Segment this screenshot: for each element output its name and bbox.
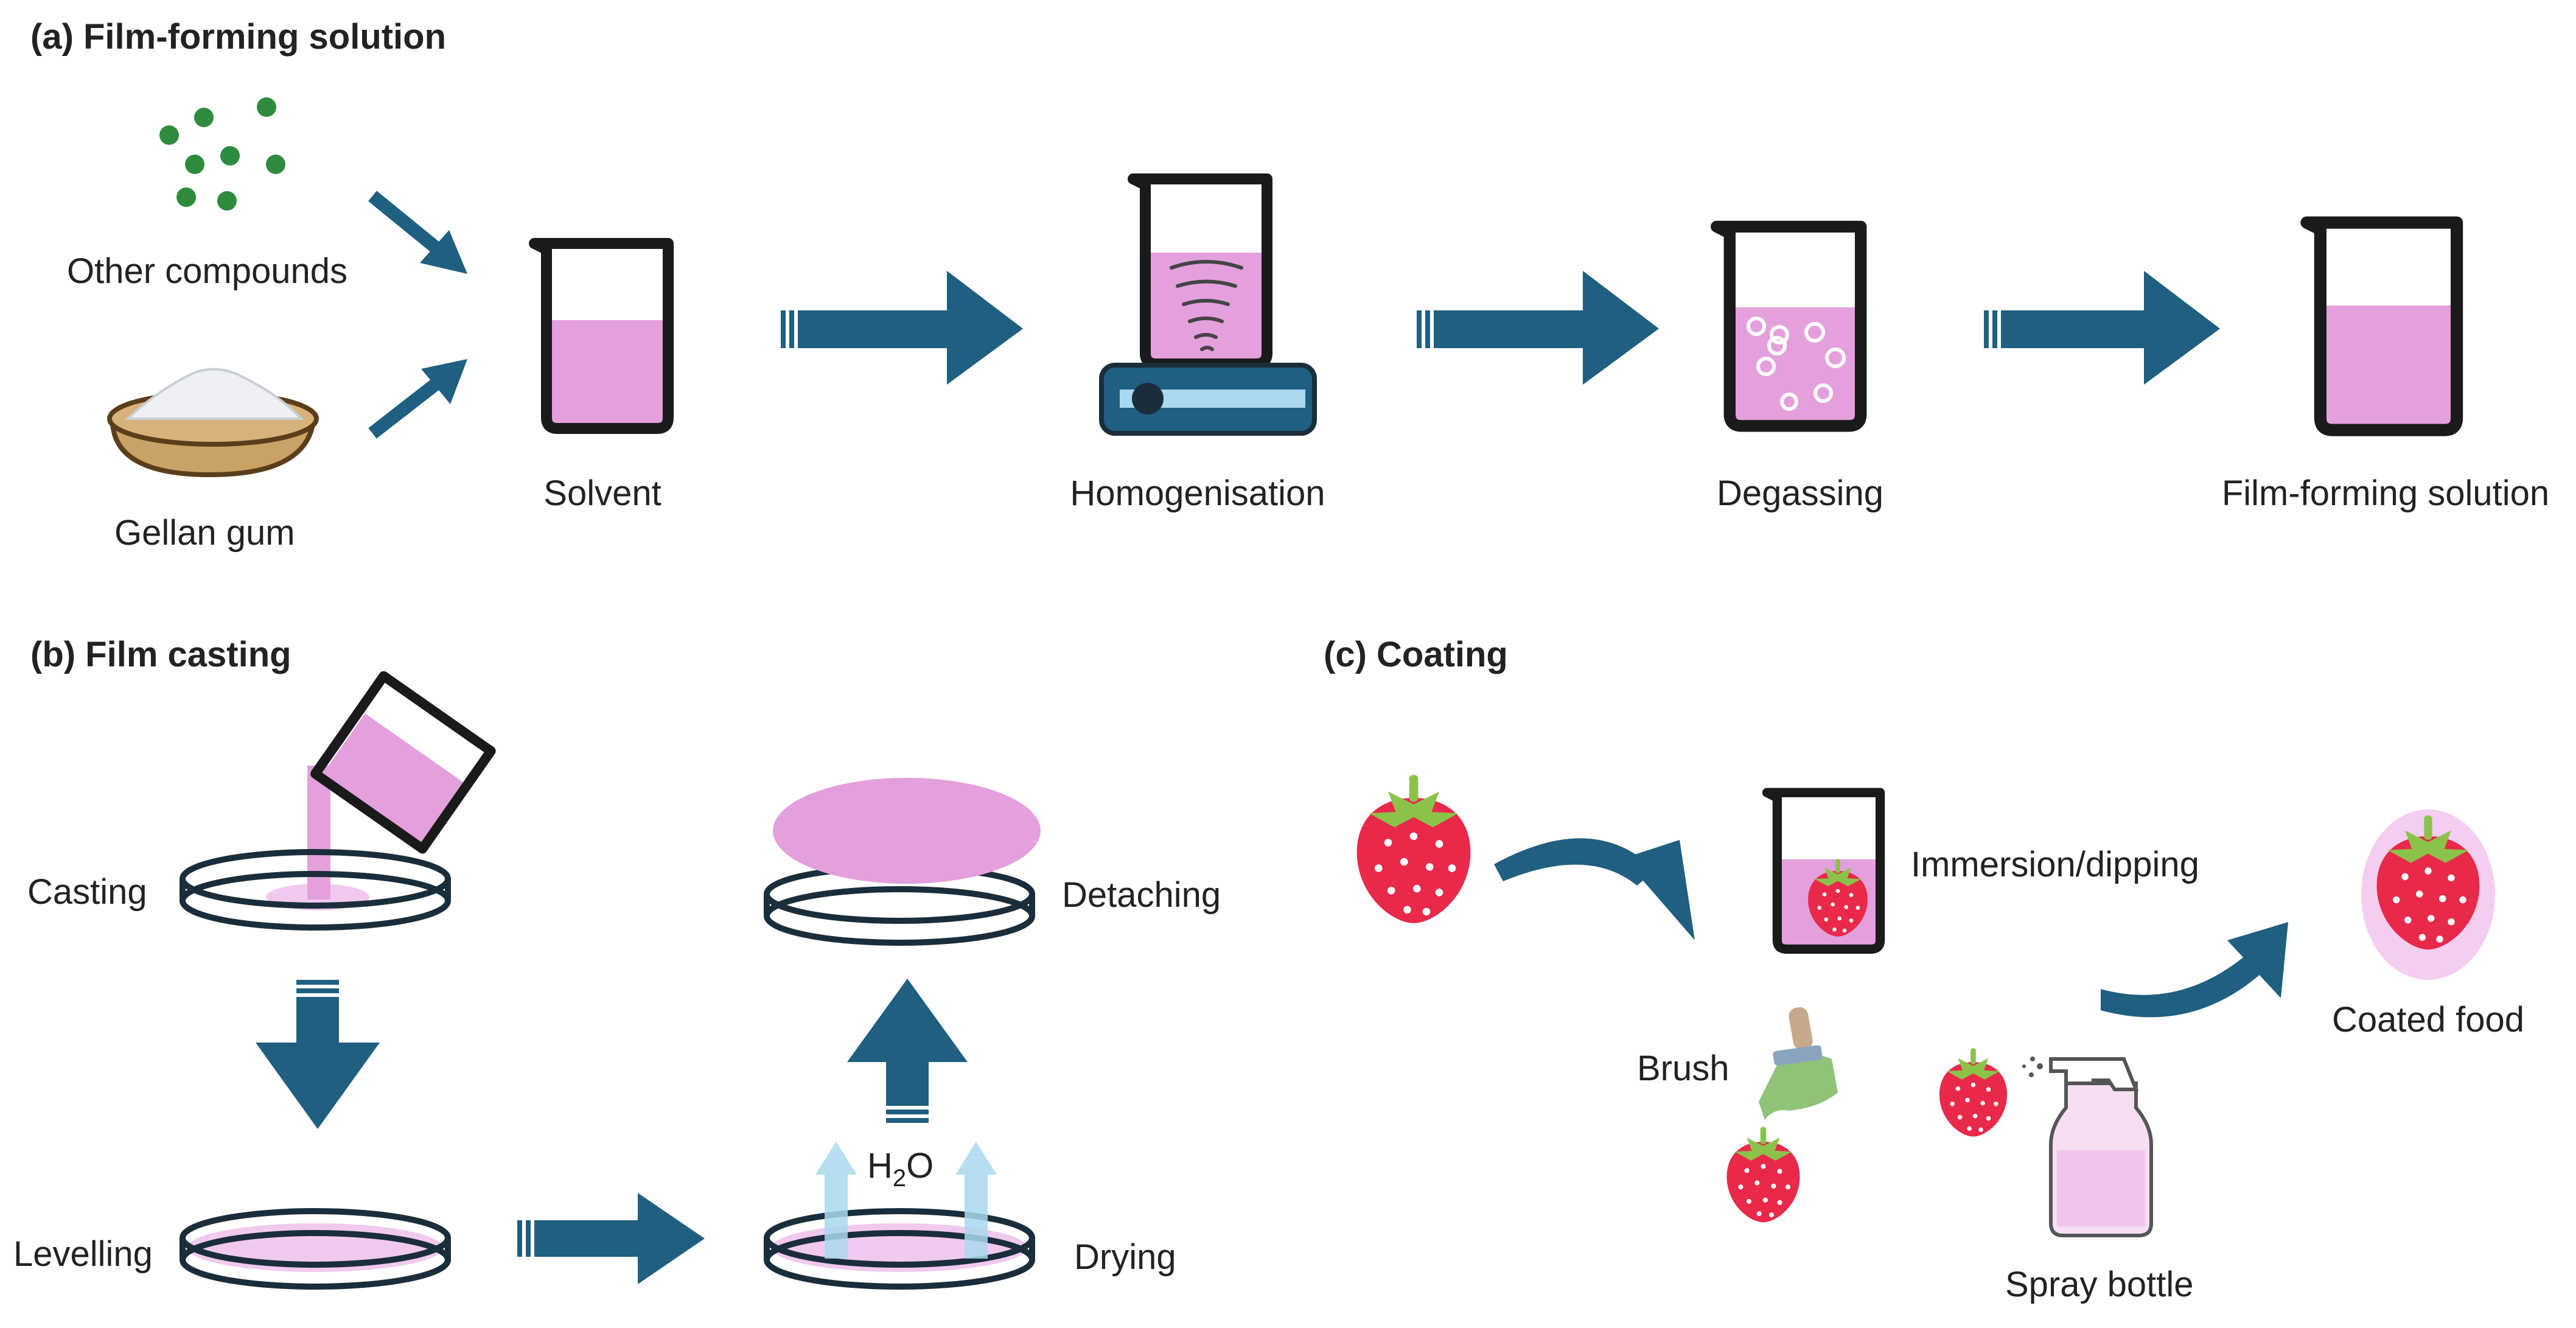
levelling-label: Levelling	[13, 1234, 153, 1274]
arrow-homogenisation-to-degassing	[1417, 271, 1659, 385]
levelling-dish	[183, 1211, 448, 1287]
immersion-beaker	[1767, 792, 1880, 951]
arrow-to-coating-methods	[1494, 838, 1695, 940]
spray-bottle-icon	[2022, 1057, 2153, 1237]
casting-dish	[183, 766, 448, 928]
spray-bottle-label: Spray bottle	[2005, 1265, 2194, 1304]
brushed-strawberry-icon	[1726, 1127, 1800, 1223]
arrow-casting-to-levelling	[256, 980, 380, 1129]
degassing-label: Degassing	[1717, 474, 1883, 513]
brush-label: Brush	[1637, 1049, 1730, 1088]
evaporation-arrows-icon	[815, 1142, 997, 1259]
water-label: H2O	[867, 1146, 934, 1192]
film-forming-solution-beaker	[2306, 223, 2462, 430]
vortex-icon	[1170, 260, 1243, 351]
homogenisation-label: Homogenisation	[1070, 474, 1325, 513]
arrow-levelling-to-drying	[517, 1193, 705, 1284]
other-compounds-icon	[159, 97, 285, 211]
coated-food-label: Coated food	[2332, 1000, 2524, 1040]
solvent-beaker	[534, 243, 672, 428]
bubbles-icon	[1747, 316, 1846, 411]
panel-b-title: (b) Film casting	[30, 635, 291, 674]
other-compounds-label: Other compounds	[67, 251, 347, 291]
panel-a-title: (a) Film-forming solution	[30, 17, 446, 57]
degassing-beaker	[1717, 226, 1862, 425]
uncoated-strawberry-icon	[1356, 775, 1471, 923]
drying-label: Drying	[1074, 1237, 1176, 1277]
detaching-dish	[767, 778, 1041, 943]
film-forming-solution-label: Film-forming solution	[2222, 474, 2549, 513]
arrow-to-coated-food	[2101, 922, 2288, 1018]
pouring-beaker	[310, 671, 496, 854]
arrow-compounds-to-solvent	[368, 190, 467, 274]
gellan-gum-label: Gellan gum	[114, 513, 295, 553]
panel-c-title: (c) Coating	[1324, 635, 1508, 674]
arrow-drying-to-detaching	[847, 979, 968, 1123]
homogenisation-stirrer	[1099, 179, 1317, 436]
drying-dish	[767, 1211, 1032, 1287]
arrow-gum-to-solvent	[368, 359, 467, 439]
detaching-label: Detaching	[1062, 875, 1221, 915]
brush-icon	[1759, 1007, 1838, 1120]
casting-label: Casting	[27, 872, 147, 912]
panel-b: (b) Film casting Casting Levelling	[13, 635, 1221, 1287]
sprayed-strawberry-icon	[1939, 1048, 2008, 1137]
immersion-label: Immersion/dipping	[1911, 845, 2199, 884]
arrow-degassing-to-final	[1984, 271, 2220, 385]
detached-film	[773, 778, 1041, 884]
arrow-solvent-to-homogenisation	[781, 271, 1023, 385]
gellan-gum-bowl-icon	[107, 368, 319, 478]
panel-a: (a) Film-forming solution Other compound…	[30, 17, 2549, 553]
panel-c: (c) Coating Immersion/dipping Brush	[1324, 635, 2524, 1304]
coated-strawberry	[2361, 809, 2495, 980]
solvent-label: Solvent	[543, 474, 661, 513]
